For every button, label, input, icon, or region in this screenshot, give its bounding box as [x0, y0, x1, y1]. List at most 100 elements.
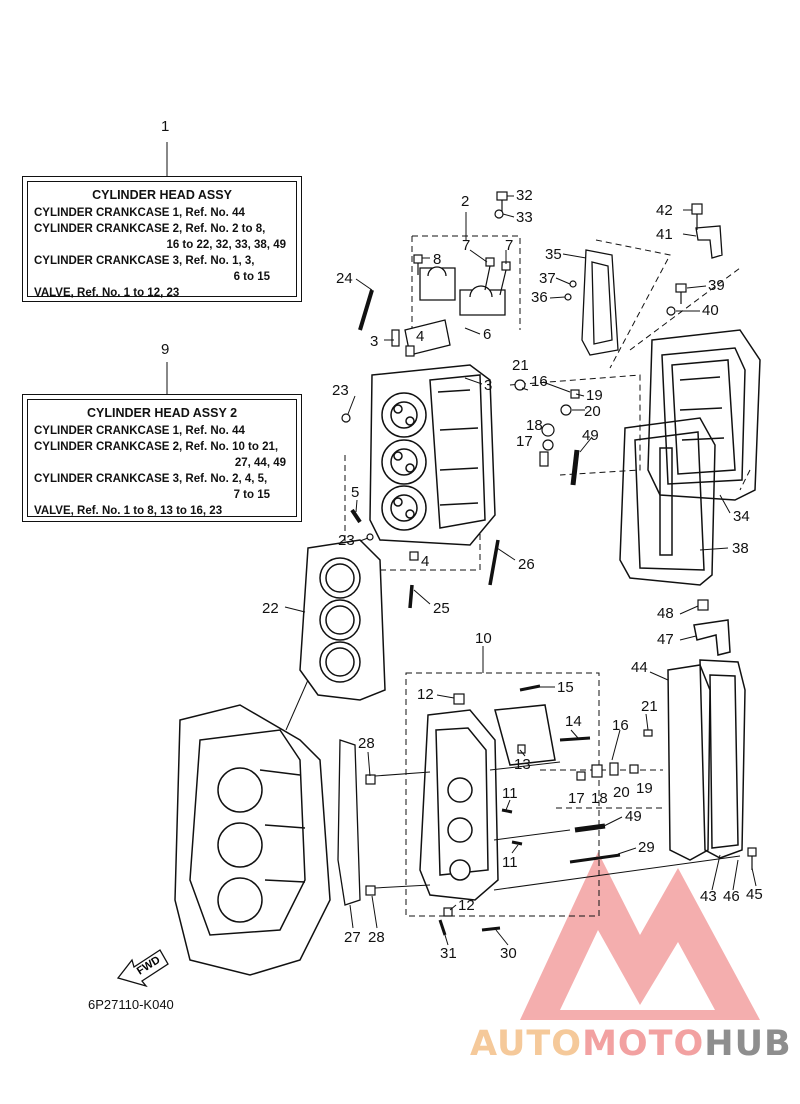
callout-14: 14 — [565, 713, 582, 730]
ref-1: 1 — [161, 118, 170, 135]
callout-5: 5 — [351, 484, 360, 501]
callout-38: 38 — [732, 540, 749, 557]
callout-49: 49 — [625, 808, 642, 825]
legend-box-cylinder-head-assy-2: CYLINDER HEAD ASSY 2 CYLINDER CRANKCASE … — [22, 394, 302, 522]
callout-17: 17 — [568, 790, 585, 807]
callout-3: 3 — [484, 377, 493, 394]
legend-line: 27, 44, 49 — [234, 457, 286, 469]
legend-line: VALVE, Ref. No. 1 to 8, 13 to 16, 23 — [34, 505, 223, 517]
legend-line: CYLINDER CRANKCASE 3, Ref. No. 2, 4, 5, — [34, 473, 268, 485]
ref-9: 9 — [161, 341, 170, 358]
upper-cylinder-head — [369, 364, 496, 546]
callout-19: 19 — [636, 780, 653, 797]
callout-45: 45 — [746, 886, 763, 903]
callout-17: 17 — [516, 433, 533, 450]
callout-16: 16 — [531, 373, 548, 390]
callout-11: 11 — [502, 785, 518, 802]
camshaft-caps — [404, 266, 506, 356]
callout-7: 7 — [505, 237, 514, 254]
legend-line: 16 to 22, 32, 33, 38, 49 — [166, 239, 286, 251]
callout-18: 18 — [591, 790, 608, 807]
callout-41: 41 — [656, 226, 673, 243]
fwd-arrow: FWD — [116, 949, 169, 988]
callout-27: 27 — [344, 929, 361, 946]
callout-leaders — [284, 195, 757, 946]
callout-35: 35 — [545, 246, 562, 263]
legend-line: CYLINDER CRANKCASE 2, Ref. No. 10 to 21, — [34, 441, 279, 453]
callout-15: 15 — [557, 679, 574, 696]
callout-4: 4 — [416, 328, 425, 345]
legend-line: 6 to 15 — [233, 271, 270, 283]
watermark-logo — [520, 852, 760, 1020]
callout-13: 13 — [514, 756, 531, 773]
watermark-part: MOTO — [582, 1024, 705, 1064]
callout-30: 30 — [500, 945, 517, 962]
upper-camshaft-group — [344, 235, 751, 571]
lower-cylinder-head — [419, 704, 556, 901]
callout-23: 23 — [338, 532, 355, 549]
callout-22: 22 — [262, 600, 279, 617]
callout-3: 3 — [370, 333, 379, 350]
callout-24: 24 — [336, 270, 353, 287]
callout-12: 12 — [417, 686, 434, 703]
callout-26: 26 — [518, 556, 535, 573]
legend-line: VALVE, Ref. No. 1 to 12, 23 — [34, 287, 180, 299]
legend-box-cylinder-head-assy: CYLINDER HEAD ASSY CYLINDER CRANKCASE 1,… — [22, 176, 302, 302]
callout-42: 42 — [656, 202, 673, 219]
callout-8: 8 — [433, 251, 442, 268]
callout-34: 34 — [733, 508, 750, 525]
callout-25: 25 — [433, 600, 450, 617]
callout-39: 39 — [708, 277, 725, 294]
callout-32: 32 — [516, 187, 533, 204]
side-cover-44 — [667, 619, 746, 861]
callout-33: 33 — [516, 209, 533, 226]
callout-6: 6 — [483, 326, 492, 343]
legend-line: CYLINDER CRANKCASE 1, Ref. No. 44 — [34, 425, 245, 437]
callout-11: 11 — [502, 854, 518, 871]
callout-29: 29 — [638, 839, 655, 856]
bracket-41 — [695, 225, 723, 259]
callout-10: 10 — [475, 630, 492, 647]
callout-16: 16 — [612, 717, 629, 734]
watermark-part: HUB — [704, 1024, 792, 1064]
callout-2: 2 — [461, 193, 470, 210]
callout-20: 20 — [613, 784, 630, 801]
callout-23: 23 — [332, 382, 349, 399]
fasteners — [341, 191, 757, 936]
engine-block — [174, 704, 331, 976]
watermark-text: AUTOMOTOHUB — [470, 1024, 792, 1064]
callout-20: 20 — [584, 403, 601, 420]
callout-28: 28 — [368, 929, 385, 946]
callout-19: 19 — [586, 387, 603, 404]
head-gasket — [299, 539, 386, 701]
callout-43: 43 — [700, 888, 717, 905]
legend-line: 7 to 15 — [233, 489, 270, 501]
callout-18: 18 — [526, 417, 543, 434]
legend-title: CYLINDER HEAD ASSY — [92, 188, 232, 202]
diagram-code: 6P27110-K040 — [88, 997, 174, 1012]
callout-31: 31 — [440, 945, 457, 962]
callout-7: 7 — [462, 237, 471, 254]
callout-46: 46 — [723, 888, 740, 905]
callout-21: 21 — [512, 357, 529, 374]
legend-line: CYLINDER CRANKCASE 3, Ref. No. 1, 3, — [34, 255, 255, 267]
legend-title: CYLINDER HEAD ASSY 2 — [86, 406, 238, 420]
legend-line: CYLINDER CRANKCASE 1, Ref. No. 44 — [34, 207, 245, 219]
watermark-part: AUTO — [470, 1024, 583, 1064]
callout-47: 47 — [657, 631, 674, 648]
callout-49: 49 — [582, 427, 599, 444]
cylinder-head-cover — [619, 329, 761, 586]
callout-40: 40 — [702, 302, 719, 319]
small-cover — [581, 249, 619, 356]
callout-4: 4 — [421, 553, 430, 570]
gasket-27 — [337, 739, 361, 906]
callout-48: 48 — [657, 605, 674, 622]
callout-12: 12 — [458, 897, 475, 914]
callout-44: 44 — [631, 659, 648, 676]
callout-28: 28 — [358, 735, 375, 752]
callout-36: 36 — [531, 289, 548, 306]
callout-21: 21 — [641, 698, 658, 715]
callout-37: 37 — [539, 270, 556, 287]
legend-line: CYLINDER CRANKCASE 2, Ref. No. 2 to 8, — [34, 223, 266, 235]
